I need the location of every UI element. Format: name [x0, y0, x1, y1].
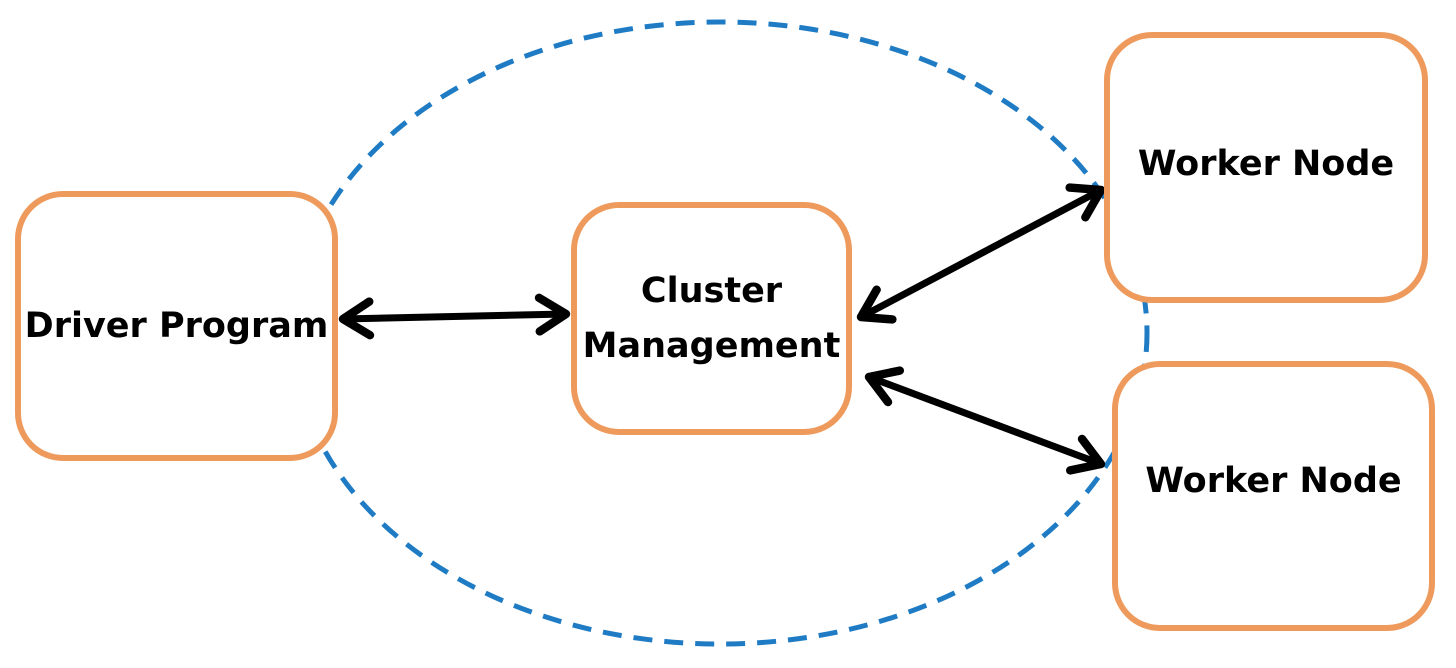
worker-node-1: Worker Node [1104, 32, 1428, 303]
cluster-worker-2-arrow [864, 366, 1106, 475]
worker-node-2: Worker Node [1112, 361, 1435, 631]
cluster-management-node: Cluster Management [571, 202, 852, 435]
cluster-boundary-ellipse [290, 19, 1150, 647]
cluster-worker-1-arrow [856, 183, 1106, 324]
driver-program-node: Driver Program [15, 191, 338, 461]
driver-program-label: Driver Program [24, 305, 329, 346]
cluster-management-label-line-1: Cluster [640, 271, 783, 312]
cluster-management-label-line-2: Management [582, 325, 841, 366]
driver-cluster-arrow [338, 293, 571, 340]
worker-node-1-label: Worker Node [1137, 144, 1395, 185]
worker-node-2-label: Worker Node [1145, 460, 1402, 501]
cluster-management-label: Cluster Management [583, 264, 841, 373]
